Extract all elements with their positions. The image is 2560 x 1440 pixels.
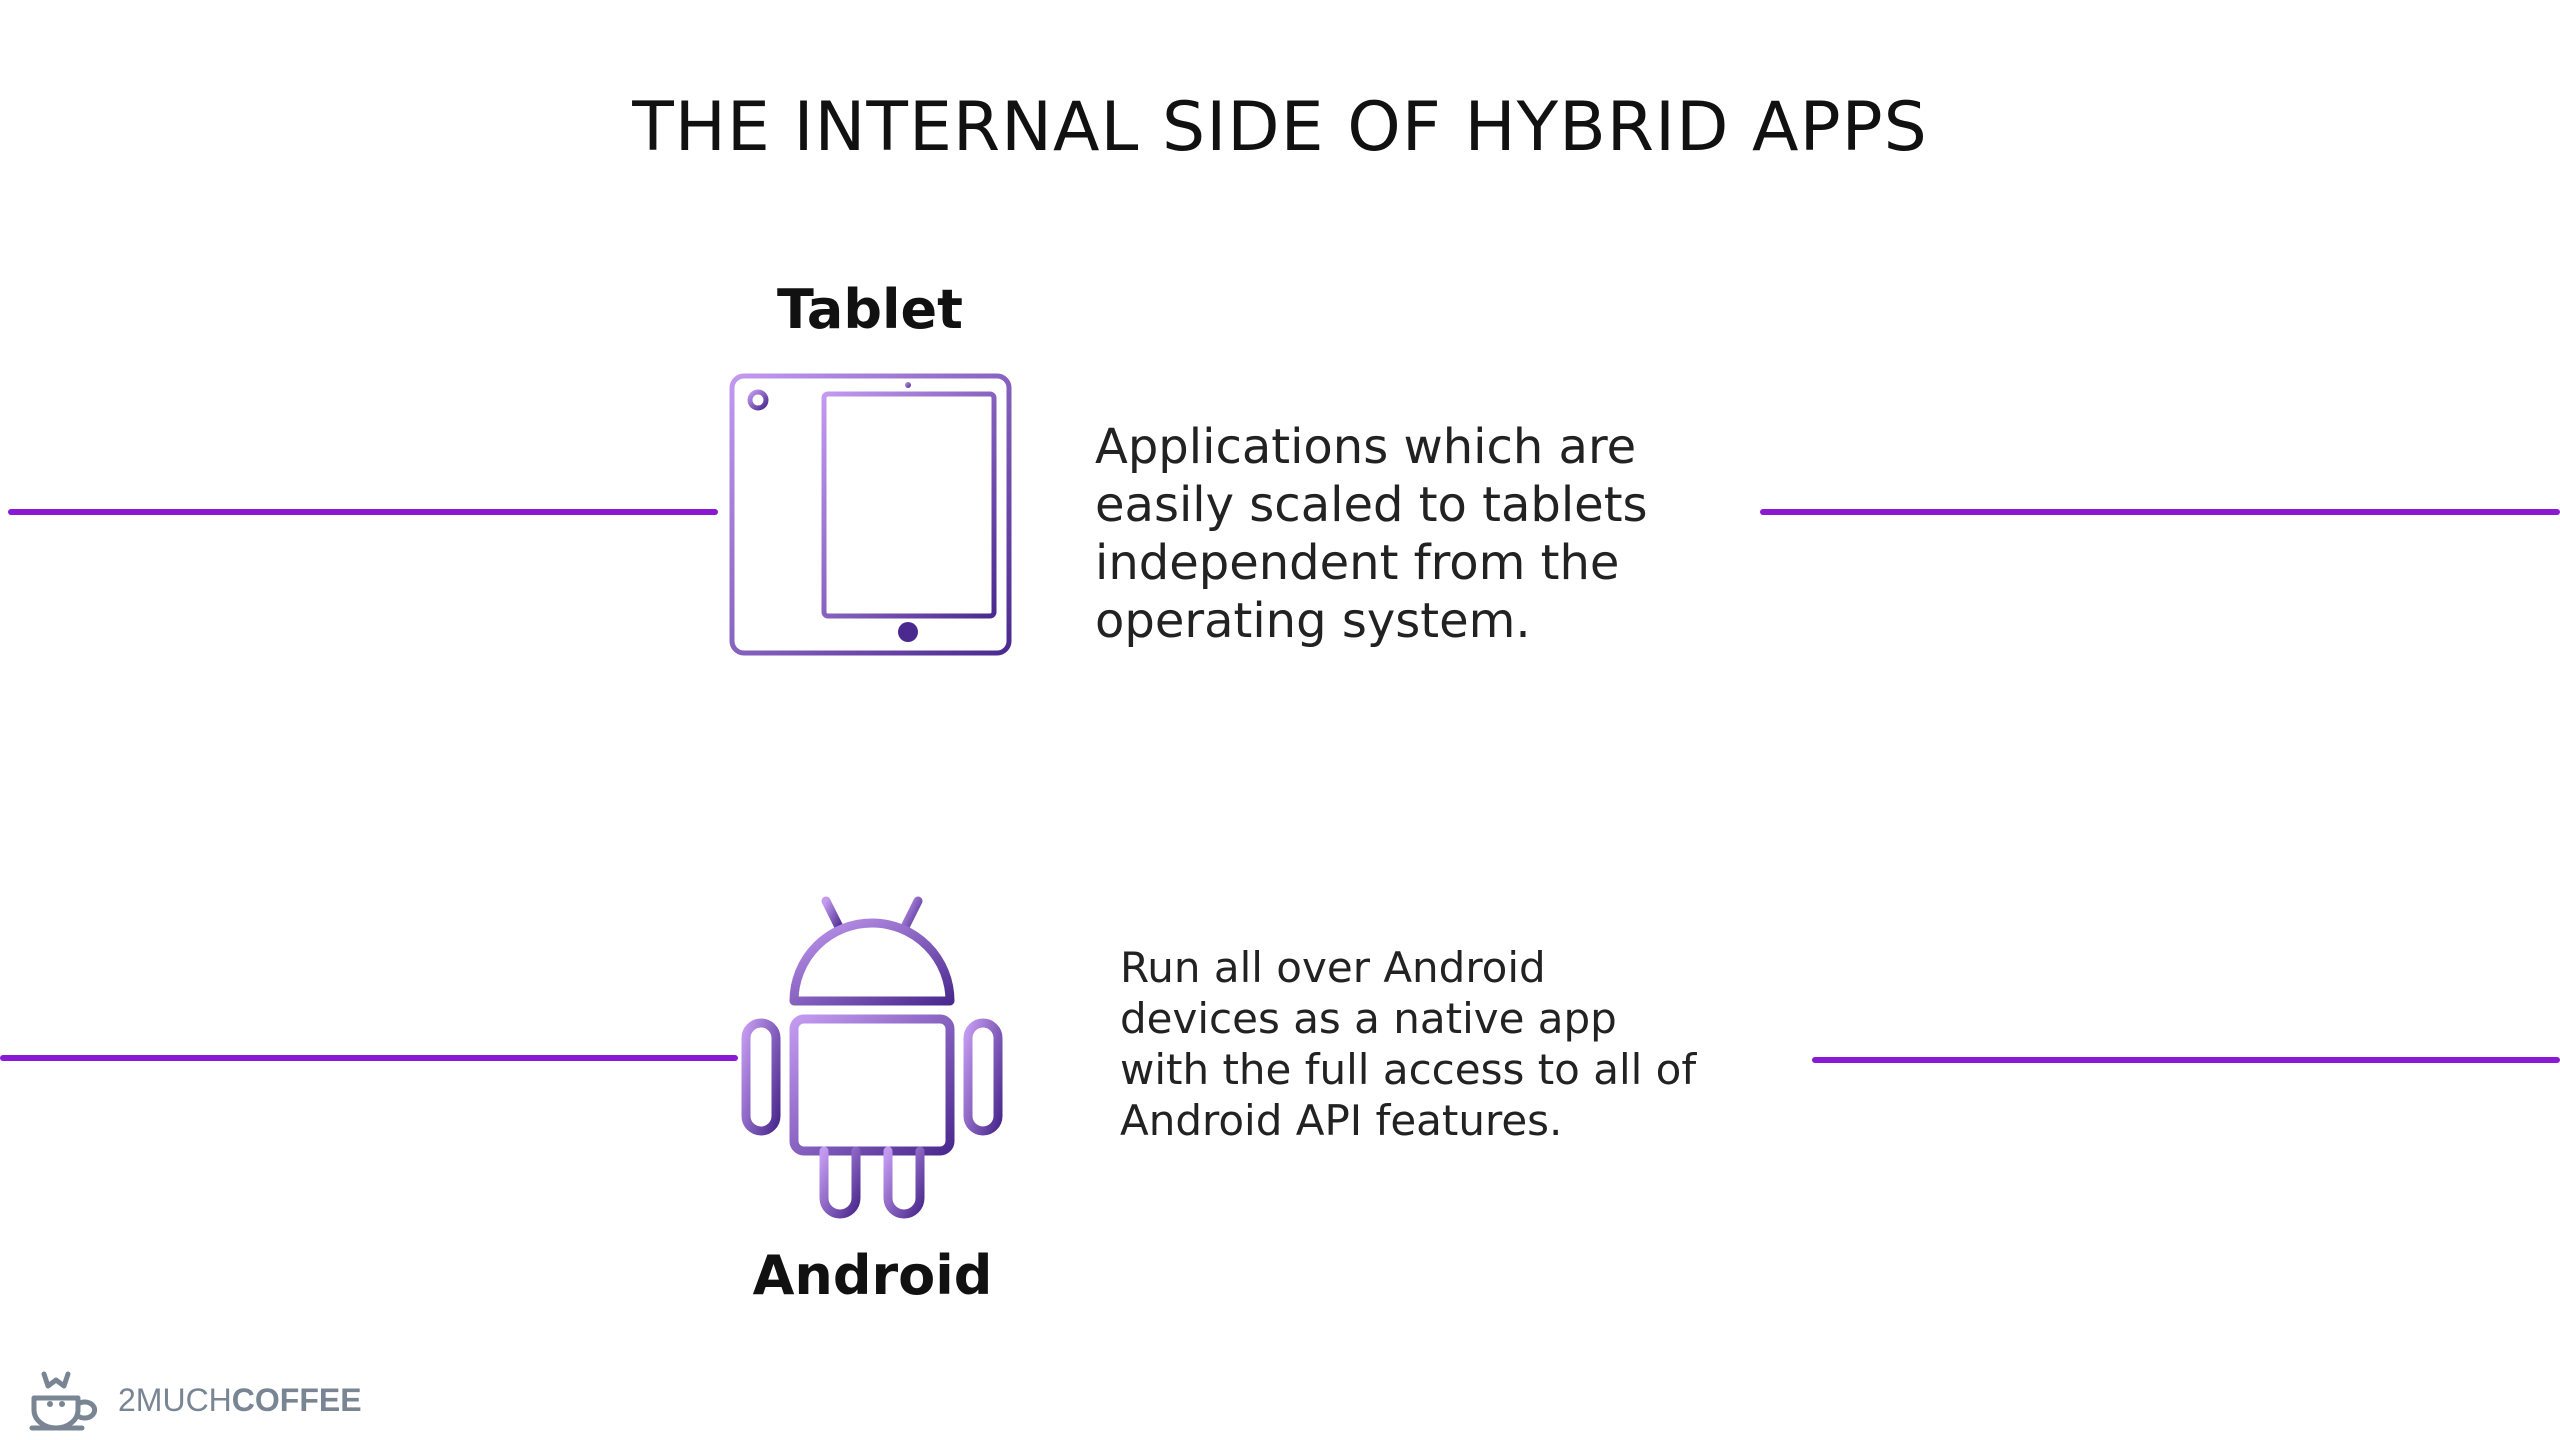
android-description: Run all over Android devices as a native…	[1120, 942, 1696, 1146]
android-label: Android	[752, 1244, 993, 1307]
brand-logo-text: 2MUCHCOFFEE	[118, 1382, 362, 1419]
android-description-line: with the full access to all of	[1120, 1045, 1697, 1094]
tablet-description-line: easily scaled to tablets	[1095, 477, 1648, 533]
tablet-label: Tablet	[777, 278, 963, 341]
android-description-line: Android API features.	[1120, 1096, 1563, 1145]
android-description-line: Run all over Android	[1120, 943, 1546, 992]
tablet-description-line: independent from the	[1095, 535, 1620, 591]
brand-logo-text-bold: COFFEE	[231, 1382, 362, 1418]
tablet-description: Applications which are easily scaled to …	[1095, 418, 1648, 650]
tablet-description-line: operating system.	[1095, 593, 1531, 649]
tablet-left-line	[8, 509, 718, 515]
brand-logo: 2MUCHCOFFEE	[26, 1366, 386, 1436]
android-right-line	[1812, 1057, 2560, 1063]
android-left-line	[0, 1055, 738, 1061]
tablet-description-line: Applications which are	[1095, 419, 1637, 475]
android-description-line: devices as a native app	[1120, 994, 1617, 1043]
coffee-cup-logo-icon	[29, 1371, 98, 1431]
tablet-icon	[729, 373, 1012, 656]
android-robot-icon	[741, 896, 1003, 1219]
tablet-right-line	[1760, 509, 2560, 515]
slide-title: THE INTERNAL SIDE OF HYBRID APPS	[632, 88, 1928, 167]
brand-logo-text-light: 2MUCH	[118, 1382, 232, 1418]
